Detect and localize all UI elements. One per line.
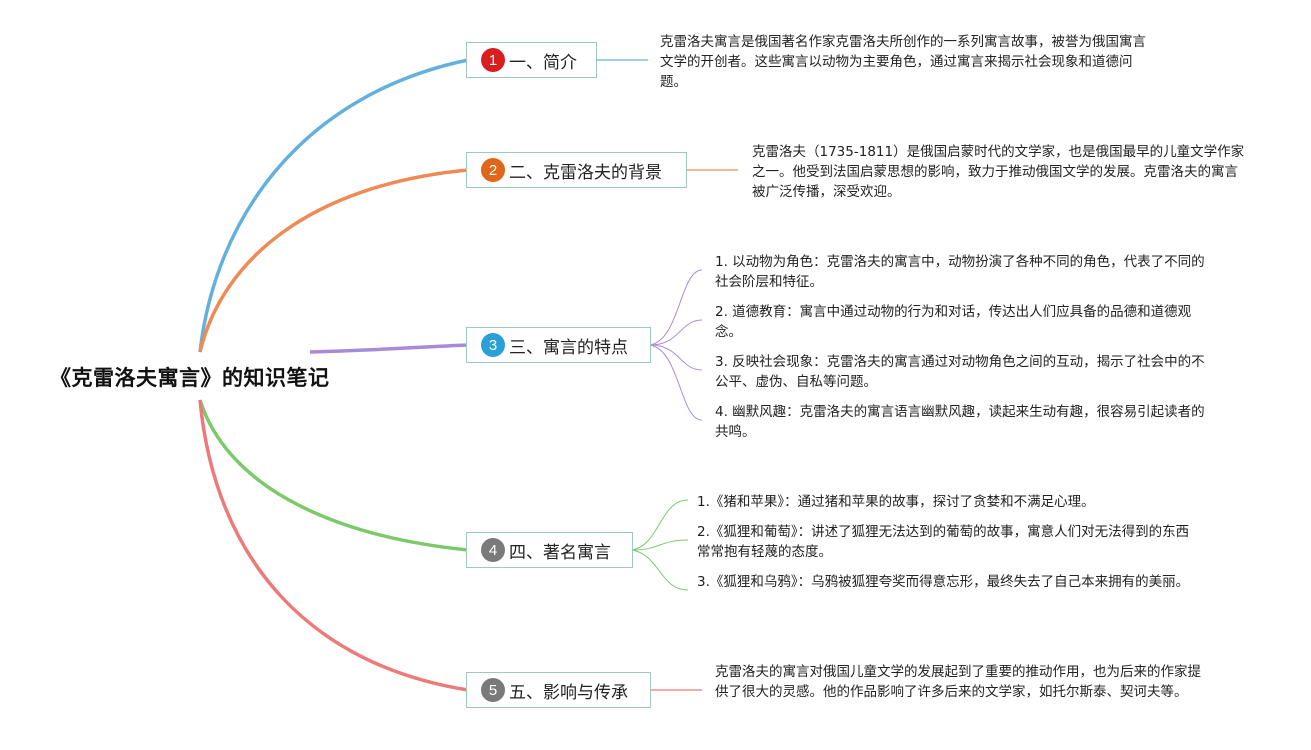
number-3-icon: 3 — [481, 333, 505, 357]
sub-3-4-connector — [649, 344, 703, 421]
branch-1-connector — [198, 58, 469, 353]
sub-3-3-connector — [649, 344, 703, 371]
number-2-icon: 2 — [481, 158, 505, 182]
sub-4-2-connector — [631, 539, 689, 551]
branch-introduction[interactable]: 1 一、简介 — [466, 42, 597, 78]
branch-label: 三、寓言的特点 — [509, 337, 628, 358]
branch-label: 四、著名寓言 — [509, 542, 611, 563]
fable-item: 1.《猪和苹果》：通过猪和苹果的故事，探讨了贪婪和不满足心理。 — [697, 494, 1095, 510]
root-topic[interactable]: 《克雷洛夫寓言》的知识笔记 — [50, 366, 330, 390]
number-1-icon: 1 — [481, 48, 505, 72]
note-background: 克雷洛夫（1735-1811）是俄国启蒙时代的文学家，也是俄国最早的儿童文学作家… — [752, 144, 1245, 200]
branch-background[interactable]: 2 二、克雷洛夫的背景 — [466, 152, 687, 188]
branch-4-connector — [198, 399, 469, 552]
branch-label: 二、克雷洛夫的背景 — [509, 162, 662, 183]
note-influence: 克雷洛夫的寓言对俄国儿童文学的发展起到了重要的推动作用，也为后来的作家提供了很大… — [715, 664, 1201, 700]
sub-4-1-connector — [631, 499, 689, 551]
branch-influence[interactable]: 5 五、影响与传承 — [466, 672, 651, 708]
branch-2-connector — [198, 168, 469, 353]
number-4-icon: 4 — [481, 538, 505, 562]
feature-item: 1. 以动物为角色：克雷洛夫的寓言中，动物扮演了各种不同的角色，代表了不同的社会… — [715, 254, 1205, 290]
note-introduction: 克雷洛夫寓言是俄国著名作家克雷洛夫所创作的一系列寓言故事，被誉为俄国寓言文学的开… — [660, 34, 1146, 90]
branch-features[interactable]: 3 三、寓言的特点 — [466, 327, 651, 363]
fable-item: 2.《狐狸和葡萄》：讲述了狐狸无法达到的葡萄的故事，寓意人们对无法得到的东西常常… — [697, 524, 1190, 560]
feature-item: 4. 幽默风趣：克雷洛夫的寓言语言幽默风趣，读起来生动有趣，很容易引起读者的共鸣… — [715, 404, 1205, 440]
feature-item: 3. 反映社会现象：克雷洛夫的寓言通过对动物角色之间的互动，揭示了社会中的不公平… — [715, 354, 1205, 390]
branch-famous-fables[interactable]: 4 四、著名寓言 — [466, 532, 633, 568]
branch-5-connector — [198, 399, 469, 692]
feature-item: 2. 道德教育：寓言中通过动物的行为和对话，传达出人们应具备的品德和道德观念。 — [715, 304, 1192, 340]
sub-4-3-connector — [631, 549, 689, 591]
branch-3-connector — [309, 343, 469, 354]
branch-label: 五、影响与传承 — [509, 682, 628, 703]
number-5-icon: 5 — [481, 678, 505, 702]
sub-3-2-connector — [649, 319, 703, 346]
sub-3-1-connector — [649, 269, 703, 346]
fable-item: 3.《狐狸和乌鸦》：乌鸦被狐狸夸奖而得意忘形，最终失去了自己本来拥有的美丽。 — [697, 574, 1190, 590]
branch-label: 一、简介 — [509, 52, 577, 73]
